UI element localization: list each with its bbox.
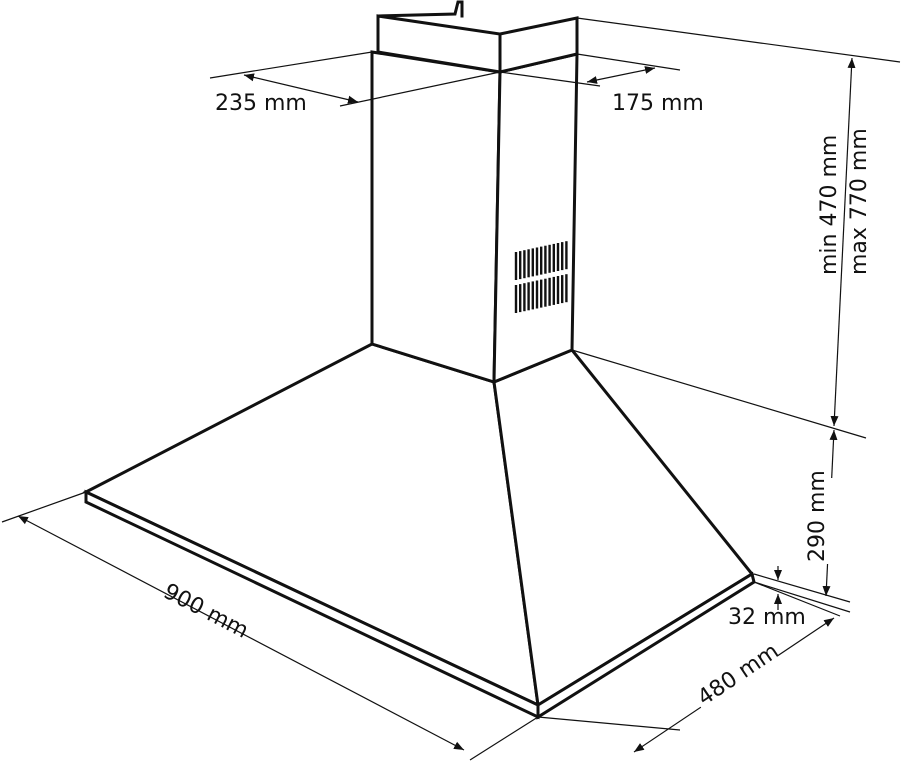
chimney-collar-top	[376, 0, 464, 18]
label-chimney-height-max: max 770 mm	[847, 128, 872, 275]
dim-line-chimney-depth	[586, 66, 656, 84]
label-hood-depth: 480 mm	[693, 639, 783, 711]
label-canopy-height: 290 mm	[805, 470, 830, 562]
dim-line-chimney-width	[243, 73, 359, 104]
vent-grille	[514, 241, 568, 313]
label-chimney-height-min: min 470 mm	[817, 135, 842, 275]
chimney-left-face	[370, 50, 502, 385]
label-chimney-width: 235 mm	[215, 91, 307, 116]
label-masks	[158, 478, 838, 712]
chimney-right-face	[492, 52, 579, 385]
dim-line-chimney-height	[830, 57, 856, 427]
label-rim-thickness: 32 mm	[728, 605, 806, 630]
label-chimney-depth: 175 mm	[612, 91, 704, 116]
dim-line-hood-width	[17, 515, 465, 751]
